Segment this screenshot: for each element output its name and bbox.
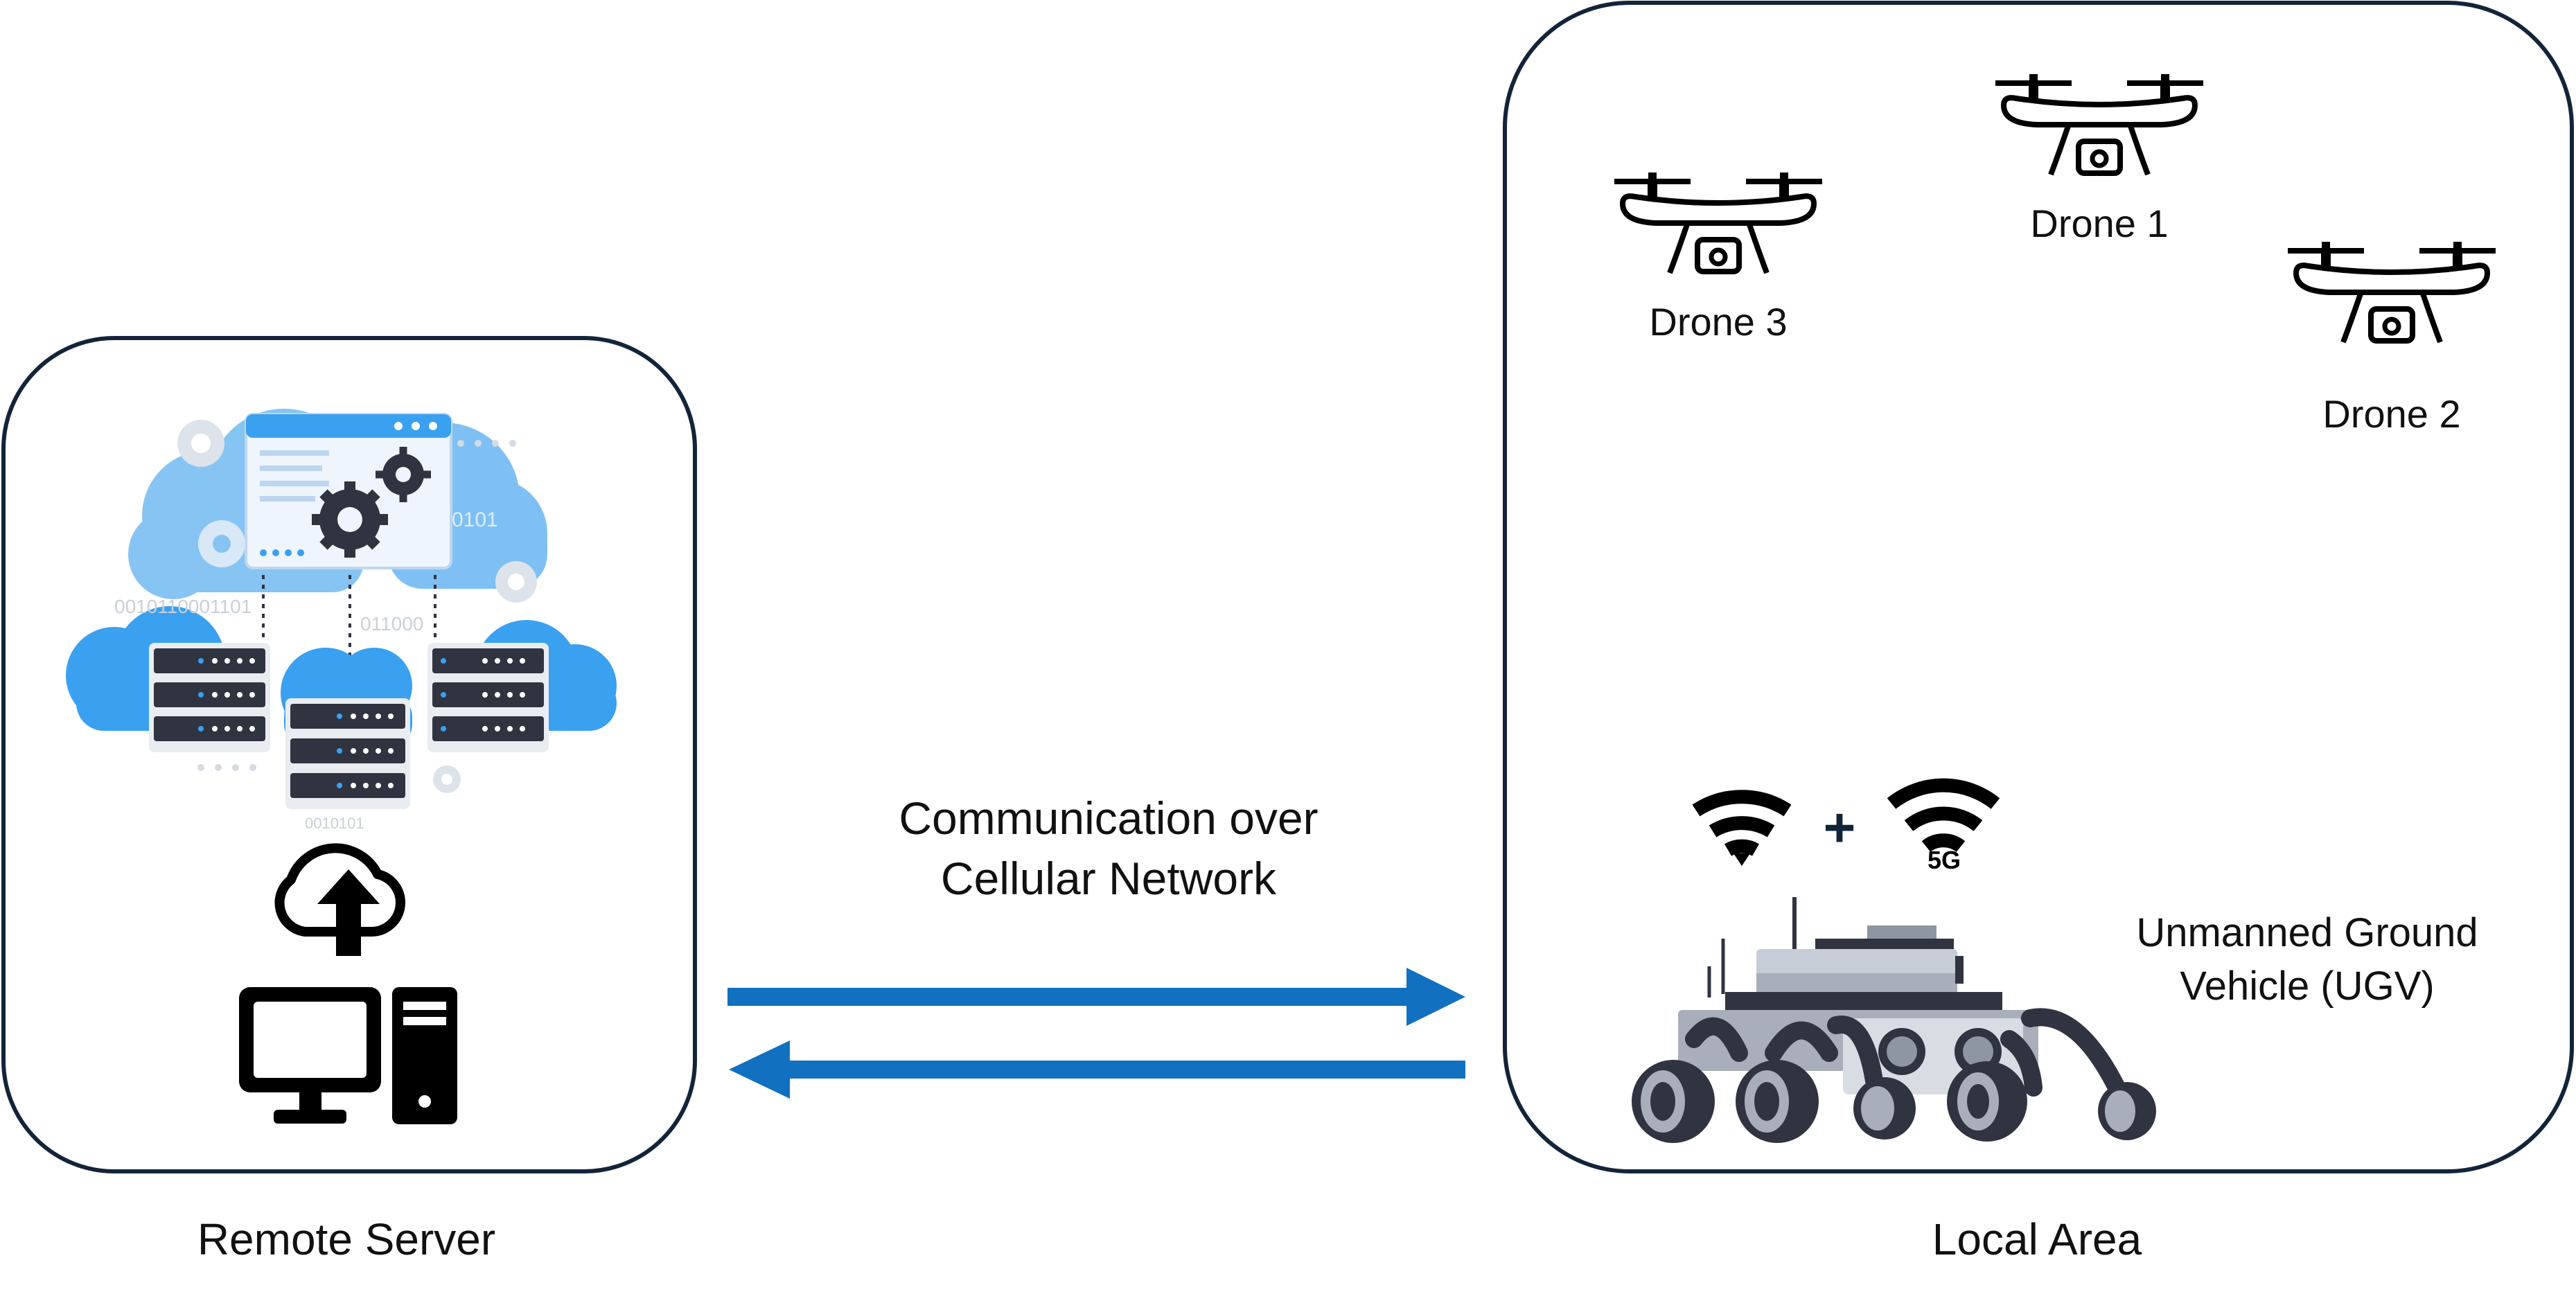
drone-1-icon	[1995, 74, 2203, 175]
arrow-to-remote-server	[729, 1040, 1465, 1099]
ugv-label-line1: Unmanned Ground	[2136, 910, 2478, 955]
communication-label-line2: Cellular Network	[940, 853, 1277, 904]
drone-1-label: Drone 1	[2030, 202, 2169, 245]
binary-text: 0010110001101	[114, 596, 252, 617]
plus-sign: +	[1824, 797, 1856, 858]
remote-server-label: Remote Server	[197, 1214, 496, 1264]
communication-label-line1: Communication over	[899, 792, 1318, 844]
drone-2-label: Drone 2	[2322, 392, 2461, 436]
drone-3-label: Drone 3	[1649, 300, 1788, 344]
gear-icon	[177, 420, 537, 793]
local-area-label: Local Area	[1932, 1214, 2142, 1264]
remote-server-box	[1, 336, 697, 1173]
binary-text: 011000	[360, 613, 423, 635]
local-area-box	[1503, 1, 2574, 1173]
desktop-computer-icon	[239, 987, 457, 1124]
browser-window-icon	[245, 413, 452, 569]
cloud-upload-icon	[274, 843, 405, 956]
arrow-to-local-area	[727, 968, 1465, 1026]
server-rack-left	[149, 643, 270, 752]
wifi-5g-icon	[1887, 778, 2000, 853]
ugv-label-line2: Vehicle (UGV)	[2180, 964, 2435, 1009]
wifi-icon	[1692, 790, 1792, 856]
server-rack-center	[285, 698, 410, 809]
server-rack-right	[427, 643, 549, 752]
binary-text: 0010101	[305, 815, 364, 832]
binary-text: 0101	[452, 508, 498, 531]
fiveg-label: 5G	[1927, 846, 1961, 874]
drone-3-icon	[1614, 172, 1822, 273]
ugv-rover-icon	[1632, 897, 2156, 1143]
cloud-servers-illustration: 0101 0010110001101 011000 0010101	[66, 409, 617, 832]
drone-2-icon	[2288, 242, 2496, 342]
